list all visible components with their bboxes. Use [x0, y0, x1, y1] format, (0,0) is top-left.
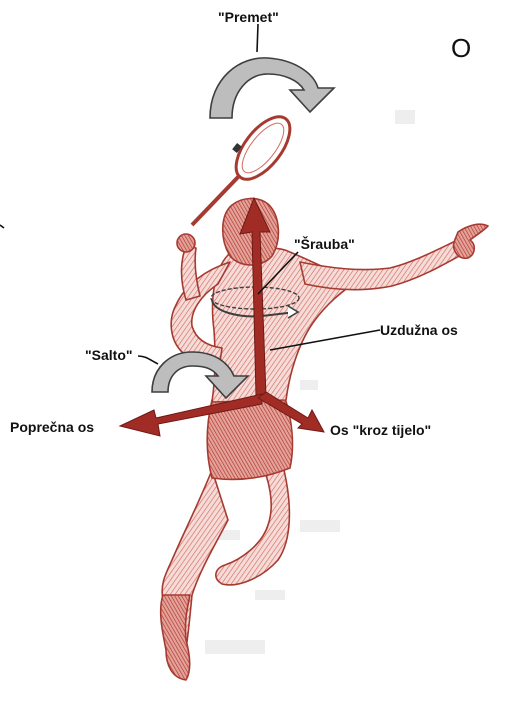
left-forearm — [182, 246, 201, 300]
left-hand — [177, 234, 195, 252]
sagittal-axis-label: Os "kroz tijelo" — [330, 422, 431, 438]
premet-label: "Premet" — [218, 9, 279, 25]
srauba-label: "Šrauba" — [294, 236, 355, 252]
corner-letter: O — [451, 34, 471, 62]
salto-leader — [138, 356, 158, 364]
left-edge-mark — [0, 225, 4, 228]
longitudinal-axis-label: Uzdužna os — [380, 322, 458, 338]
premet-leader — [257, 24, 258, 52]
tennis-player-figure — [161, 108, 488, 680]
salto-label: "Salto" — [85, 347, 133, 363]
left-shoe — [161, 595, 190, 680]
right-hand — [454, 224, 488, 258]
premet-rotation-arrow — [210, 58, 334, 118]
transverse-axis-label: Poprečna os — [10, 419, 94, 435]
